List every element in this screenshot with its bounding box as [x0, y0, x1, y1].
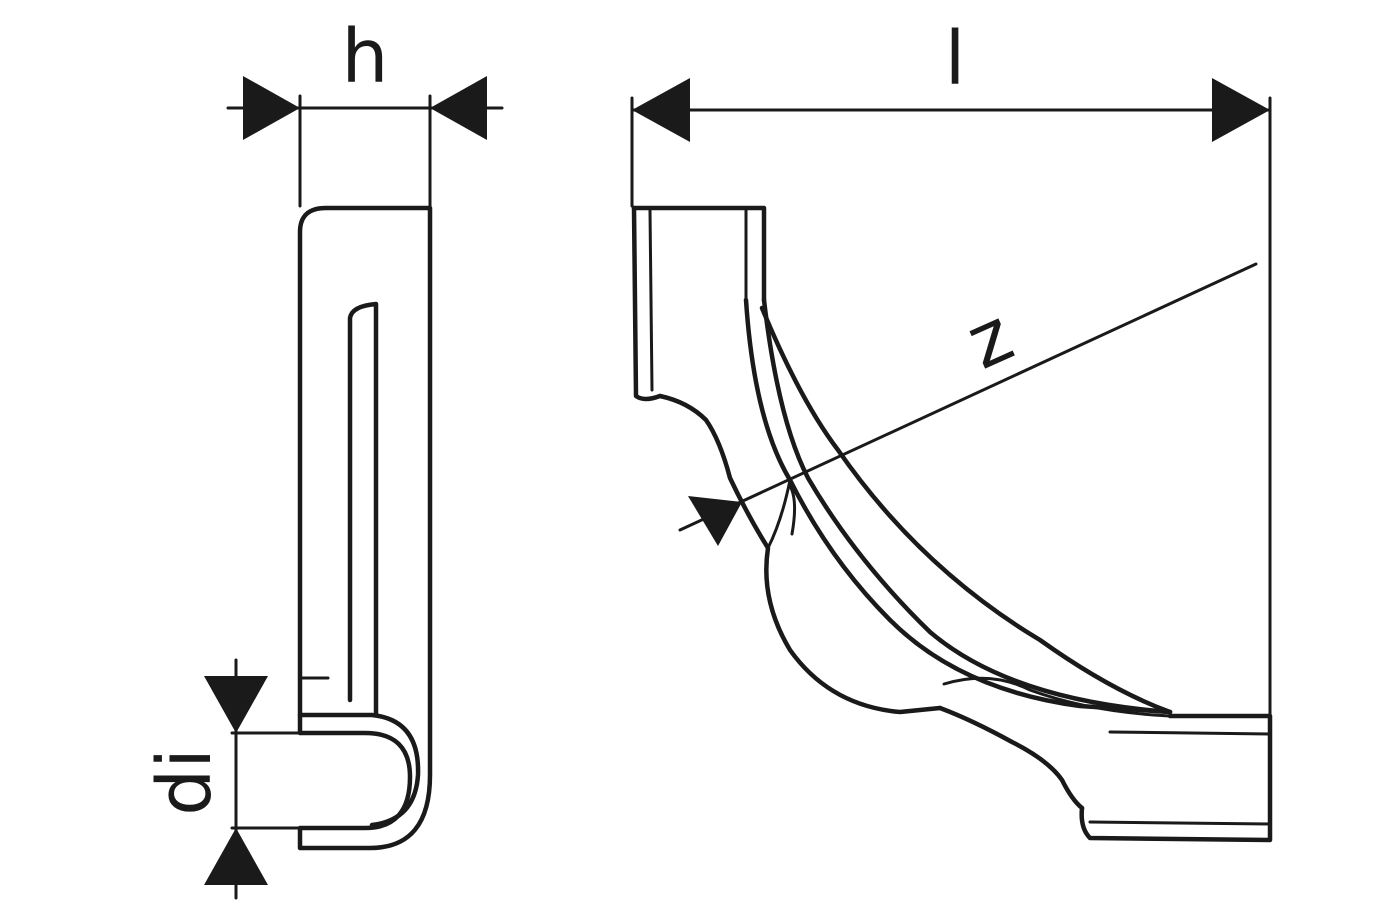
z-label: z [955, 292, 1025, 386]
l-label: l [945, 16, 966, 102]
front-view-channel-2 [761, 297, 1173, 715]
z-arrow [688, 496, 742, 546]
top-socket-left-wall [631, 205, 663, 402]
side-view [297, 205, 433, 851]
dimension-l: l [630, 16, 1272, 716]
front-view-channel-4 [788, 484, 797, 536]
side-view-inner-slot [347, 301, 379, 717]
bottom-socket-inner-top [1108, 730, 1272, 736]
h-arrow-left [243, 76, 300, 140]
l-arrow-right [1212, 78, 1270, 142]
h-label: h [342, 14, 389, 100]
side-view-hook-inner [297, 712, 421, 828]
di-arrow-bottom [204, 828, 268, 885]
dimension-h: h [226, 14, 504, 208]
z-dimension-line [678, 262, 1258, 532]
h-arrow-right [430, 76, 487, 140]
di-arrow-top [204, 676, 268, 733]
bottom-socket-outline [1079, 713, 1273, 843]
top-socket-inner-left [648, 208, 654, 392]
bottom-socket-inner-bottom [1088, 820, 1272, 826]
front-view-lower-inner [942, 676, 1172, 718]
di-label: di [142, 748, 228, 816]
side-view-outer-profile [297, 205, 433, 851]
top-socket-outline [631, 205, 767, 303]
front-view-channel-1 [743, 297, 1173, 715]
front-view [631, 205, 1273, 843]
l-arrow-left [632, 78, 690, 142]
front-view-lower-outline [937, 705, 1085, 811]
front-view-bulb [766, 478, 792, 550]
dimension-di: di [142, 658, 302, 900]
front-view-channel-3 [759, 305, 1173, 715]
front-view-outer-back [657, 393, 943, 715]
